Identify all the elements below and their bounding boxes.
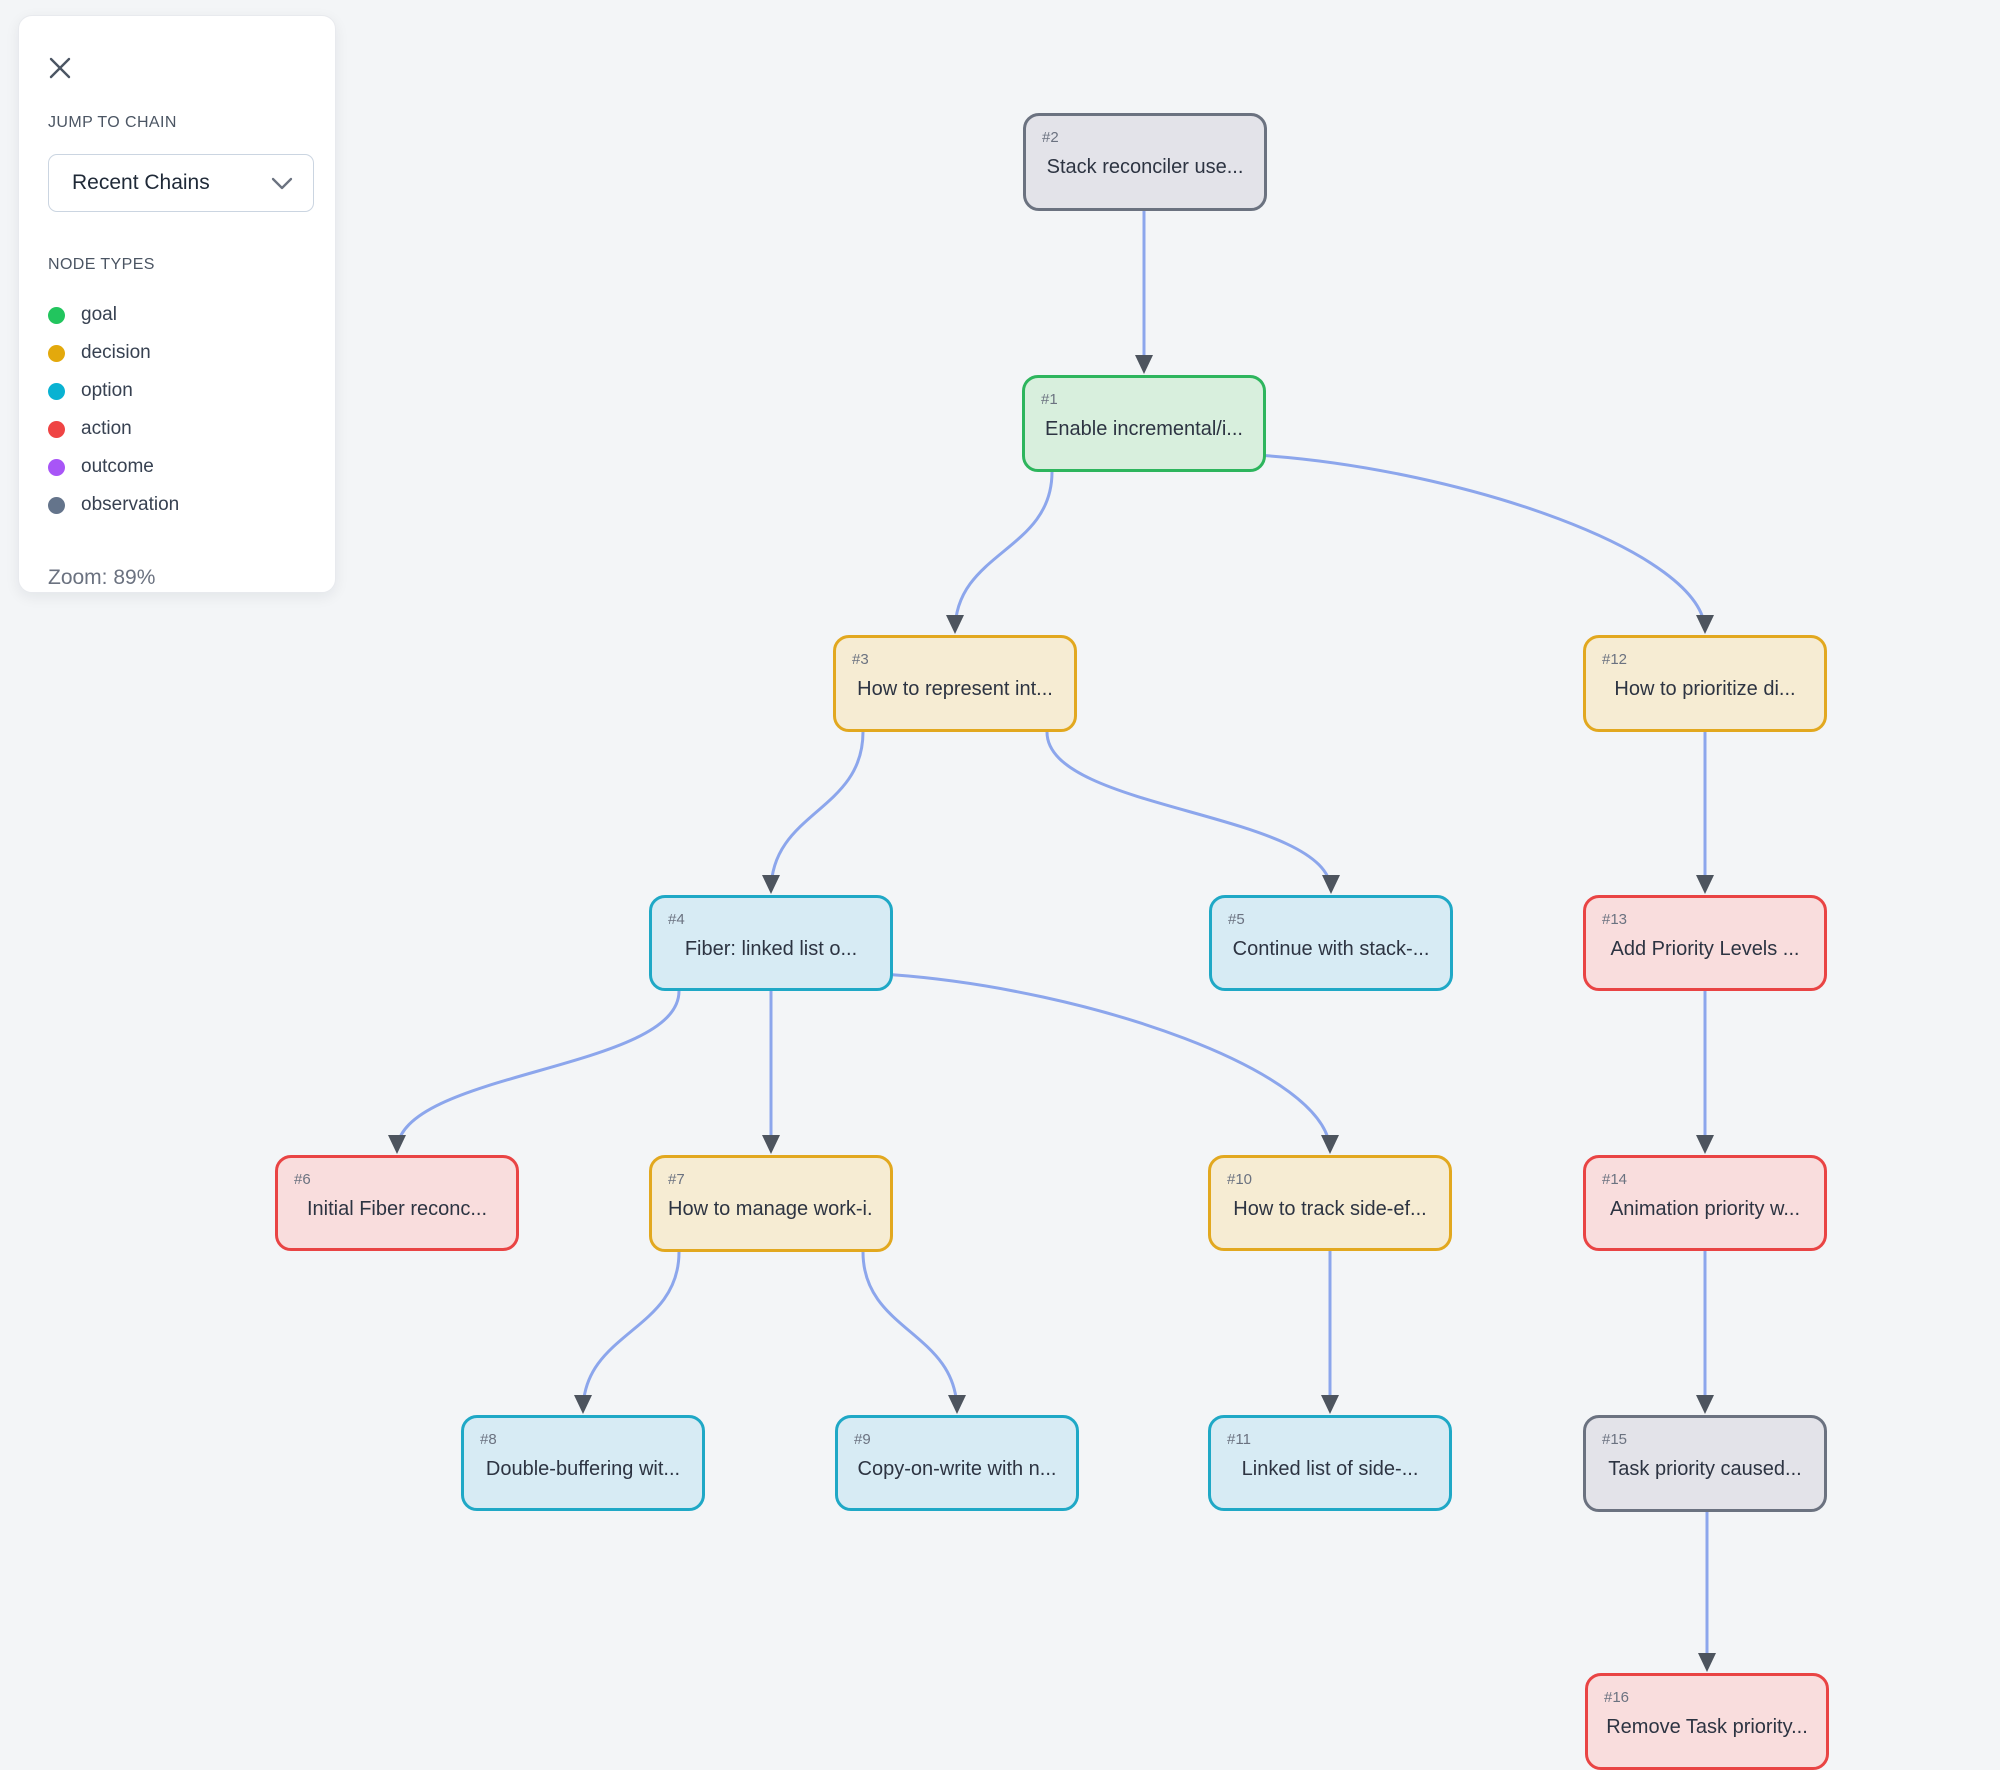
node-id-label: #16 <box>1604 1689 1630 1706</box>
node-id-label: #15 <box>1602 1431 1628 1448</box>
legend-label: action <box>81 418 132 439</box>
chain-select[interactable]: Recent Chains <box>48 154 314 212</box>
edge-3-5 <box>1045 731 1340 894</box>
node-title: Initial Fiber reconc... <box>306 1198 488 1220</box>
node-title: Enable incremental/i... <box>1045 418 1243 440</box>
node-title: Copy-on-write with n... <box>857 1458 1057 1480</box>
node-title: Remove Task priority... <box>1606 1716 1808 1738</box>
legend-label: goal <box>81 304 117 325</box>
legend-item-goal: goal <box>48 296 307 334</box>
legend-item-option: option <box>48 372 307 410</box>
node-id-label: #7 <box>668 1171 685 1188</box>
legend-label: option <box>81 380 133 401</box>
edge-4-10 <box>890 973 1339 1154</box>
node-id-label: #11 <box>1227 1431 1251 1448</box>
edge-4-6 <box>388 990 681 1154</box>
node-title: Continue with stack-... <box>1232 938 1430 960</box>
legend-item-decision: decision <box>48 334 307 372</box>
node-title: Stack reconciler use... <box>1046 156 1244 178</box>
node-id-label: #8 <box>480 1431 497 1448</box>
goal-dot-icon <box>48 306 65 324</box>
node-title: Double-buffering wit... <box>485 1458 681 1480</box>
node-id-label: #6 <box>294 1171 311 1188</box>
node-id-label: #4 <box>668 911 685 928</box>
action-dot-icon <box>48 420 65 438</box>
node-id-label: #5 <box>1228 911 1245 928</box>
node-title: Linked list of side-... <box>1241 1458 1419 1480</box>
node-id-label: #9 <box>854 1431 871 1448</box>
zoom-indicator: Zoom: 89% <box>48 566 156 589</box>
node-id-label: #12 <box>1602 651 1628 668</box>
observation-dot-icon <box>48 496 65 514</box>
node-title: Fiber: linked list o... <box>684 938 858 960</box>
node-id-label: #3 <box>852 651 869 668</box>
node-types-legend: goal decision option action outcome observati… <box>48 296 307 524</box>
legend-label: observation <box>81 494 180 515</box>
control-panel: JUMP TO CHAIN Recent Chains NODE TYPES g… <box>18 15 336 593</box>
legend-item-action: action <box>48 410 307 448</box>
node-id-label: #1 <box>1041 391 1058 408</box>
edge-7-8 <box>574 1251 681 1414</box>
edge-7-9 <box>861 1251 966 1414</box>
close-button[interactable] <box>48 56 72 80</box>
legend-item-outcome: outcome <box>48 448 307 486</box>
chain-select-value: Recent Chains <box>72 171 210 194</box>
legend-label: outcome <box>81 456 154 477</box>
node-title: How to manage work-i... <box>668 1198 874 1220</box>
option-dot-icon <box>48 382 65 400</box>
jump-to-chain-label: JUMP TO CHAIN <box>48 114 177 131</box>
edge-3-4 <box>762 731 865 894</box>
node-id-label: #2 <box>1042 129 1059 146</box>
chevron-down-icon <box>271 177 293 189</box>
outcome-dot-icon <box>48 458 65 476</box>
node-title: How to prioritize di... <box>1614 678 1796 700</box>
node-title: Animation priority w... <box>1609 1198 1801 1220</box>
decision-dot-icon <box>48 344 65 362</box>
node-id-label: #14 <box>1602 1171 1628 1188</box>
node-title: How to track side-ef... <box>1233 1198 1427 1220</box>
node-id-label: #10 <box>1227 1171 1253 1188</box>
node-types-label: NODE TYPES <box>48 256 155 273</box>
node-title: Add Priority Levels ... <box>1610 938 1800 960</box>
node-title: Task priority caused... <box>1608 1458 1802 1480</box>
node-title: How to represent int... <box>857 678 1053 700</box>
legend-item-observation: observation <box>48 486 307 524</box>
close-icon <box>49 57 71 79</box>
edge-1-12 <box>1263 454 1714 634</box>
node-id-label: #13 <box>1602 911 1628 928</box>
legend-label: decision <box>81 342 151 363</box>
edge-1-3 <box>946 471 1054 634</box>
